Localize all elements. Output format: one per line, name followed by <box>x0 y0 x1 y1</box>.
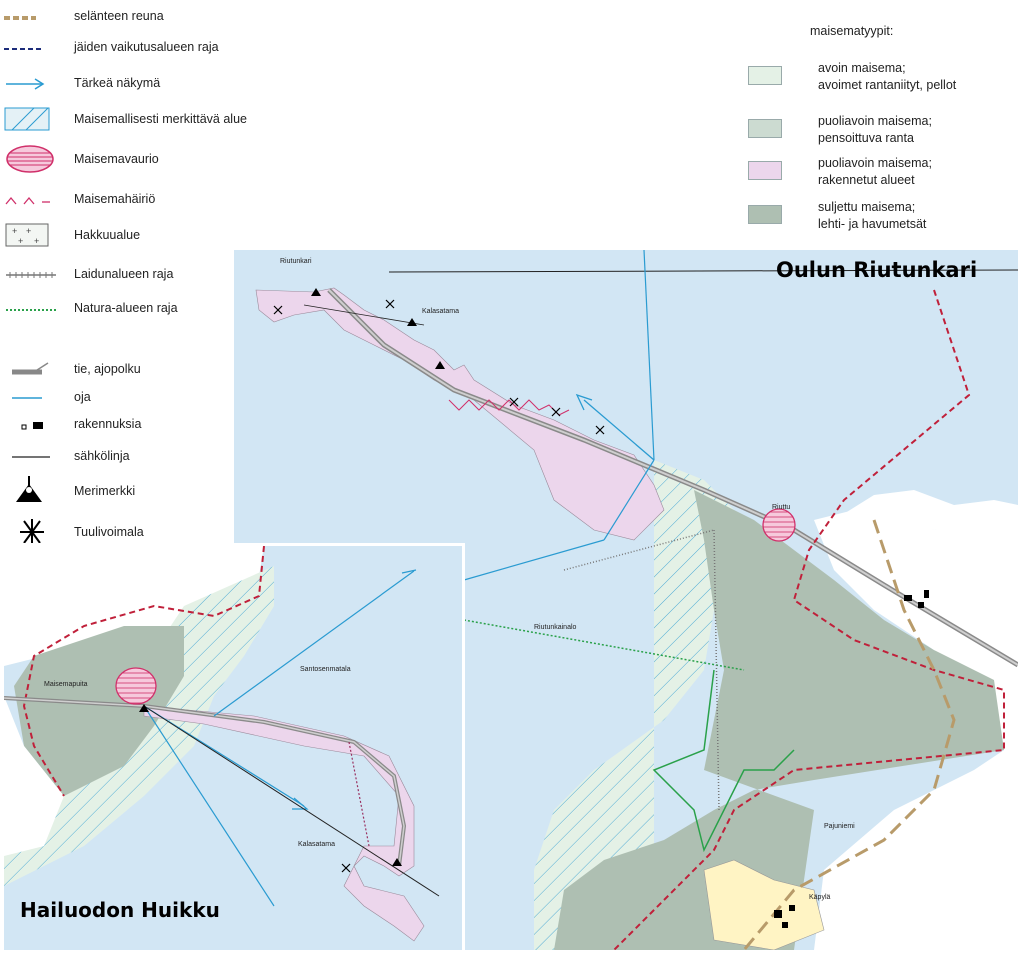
legend-label: Maisemallisesti merkittävä alue <box>74 112 247 126</box>
landscape-type-label: puoliavoin maisema;rakennetut alueet <box>818 156 932 187</box>
place-label: Riutunkari <box>280 258 312 265</box>
place-label: Pajuniemi <box>824 823 855 830</box>
sea-mark-icon <box>16 476 42 502</box>
map-title: Hailuodon Huikku <box>20 898 220 922</box>
pink-hatched-ellipse-icon <box>6 145 54 173</box>
legend-label: Tärkeä näkymä <box>74 76 161 90</box>
place-label: Riuttu <box>772 504 791 511</box>
svg-text:+: + <box>18 236 23 246</box>
tick-line-icon <box>6 272 56 278</box>
legend-label: rakennuksia <box>74 417 142 431</box>
place-label: Santosenmatala <box>300 666 351 673</box>
landscape-type-item: puoliavoin maisema;pensoittuva ranta <box>748 113 1024 153</box>
dashed-brown-line-icon <box>4 16 36 20</box>
legend-label: tie, ajopolku <box>74 362 141 376</box>
legend-label: Tuulivoimala <box>74 525 144 539</box>
place-label: Maisemapuita <box>44 681 88 688</box>
plus-box-icon: ++++ <box>5 223 49 247</box>
road-icon <box>12 362 49 375</box>
place-label: Kalasatama <box>298 841 335 848</box>
building-icon <box>21 422 43 430</box>
place-label: Riutunkainalo <box>534 624 577 631</box>
svg-text:+: + <box>12 226 17 236</box>
landscape-type-item: avoin maisema;avoimet rantaniityt, pello… <box>748 60 1024 100</box>
landscape-type-item: puoliavoin maisema;rakennetut alueet <box>748 155 1024 195</box>
hatched-box-icon <box>4 107 50 131</box>
color-swatch <box>748 161 782 180</box>
landscape-type-label: avoin maisema;avoimet rantaniityt, pello… <box>818 61 957 92</box>
wind-turbine-icon <box>20 519 44 545</box>
legend-label: oja <box>74 390 91 404</box>
place-label: Kalasatama <box>422 308 459 315</box>
svg-text:+: + <box>26 226 31 236</box>
legend-label: sähkölinja <box>74 449 130 463</box>
landscape-type-label: suljettu maisema;lehti- ja havumetsät <box>818 200 927 231</box>
place-label: Käpylä <box>809 894 831 901</box>
legend-label: Merimerkki <box>74 484 136 498</box>
blue-arrow-icon <box>6 78 45 90</box>
green-dotted-line-icon <box>6 309 58 311</box>
landscape-type-item: suljettu maisema;lehti- ja havumetsät <box>748 199 1024 239</box>
svg-text:+: + <box>34 236 39 246</box>
blue-line-icon <box>12 397 42 399</box>
map-huikku[interactable]: Maisemapuita Santosenmatala Kalasatama H… <box>3 543 465 950</box>
legend-label: Maisemahäiriö <box>74 192 156 206</box>
legend-label: selänteen reuna <box>74 9 164 23</box>
legend-label: Laidunalueen raja <box>74 267 174 281</box>
legend-label: Maisemavaurio <box>74 152 159 166</box>
dashed-navy-line-icon <box>4 48 44 50</box>
landscape-type-label: puoliavoin maisema;pensoittuva ranta <box>818 114 932 145</box>
legend-label: jäiden vaikutusalueen raja <box>74 40 219 54</box>
map-title: Oulun Riutunkari <box>776 258 978 282</box>
legend-title: maisematyypit: <box>810 24 894 38</box>
legend-label: Hakkuualue <box>74 228 141 242</box>
color-swatch <box>748 66 782 85</box>
black-line-icon <box>12 456 50 458</box>
color-swatch <box>748 119 782 138</box>
map-huikku-canvas <box>3 545 462 950</box>
legend-right: maisematyypit: avoin maisema;avoimet ran… <box>740 0 1024 250</box>
color-swatch <box>748 205 782 224</box>
legend-label: Natura-alueen raja <box>74 301 178 315</box>
pink-zigzag-icon <box>5 196 50 205</box>
